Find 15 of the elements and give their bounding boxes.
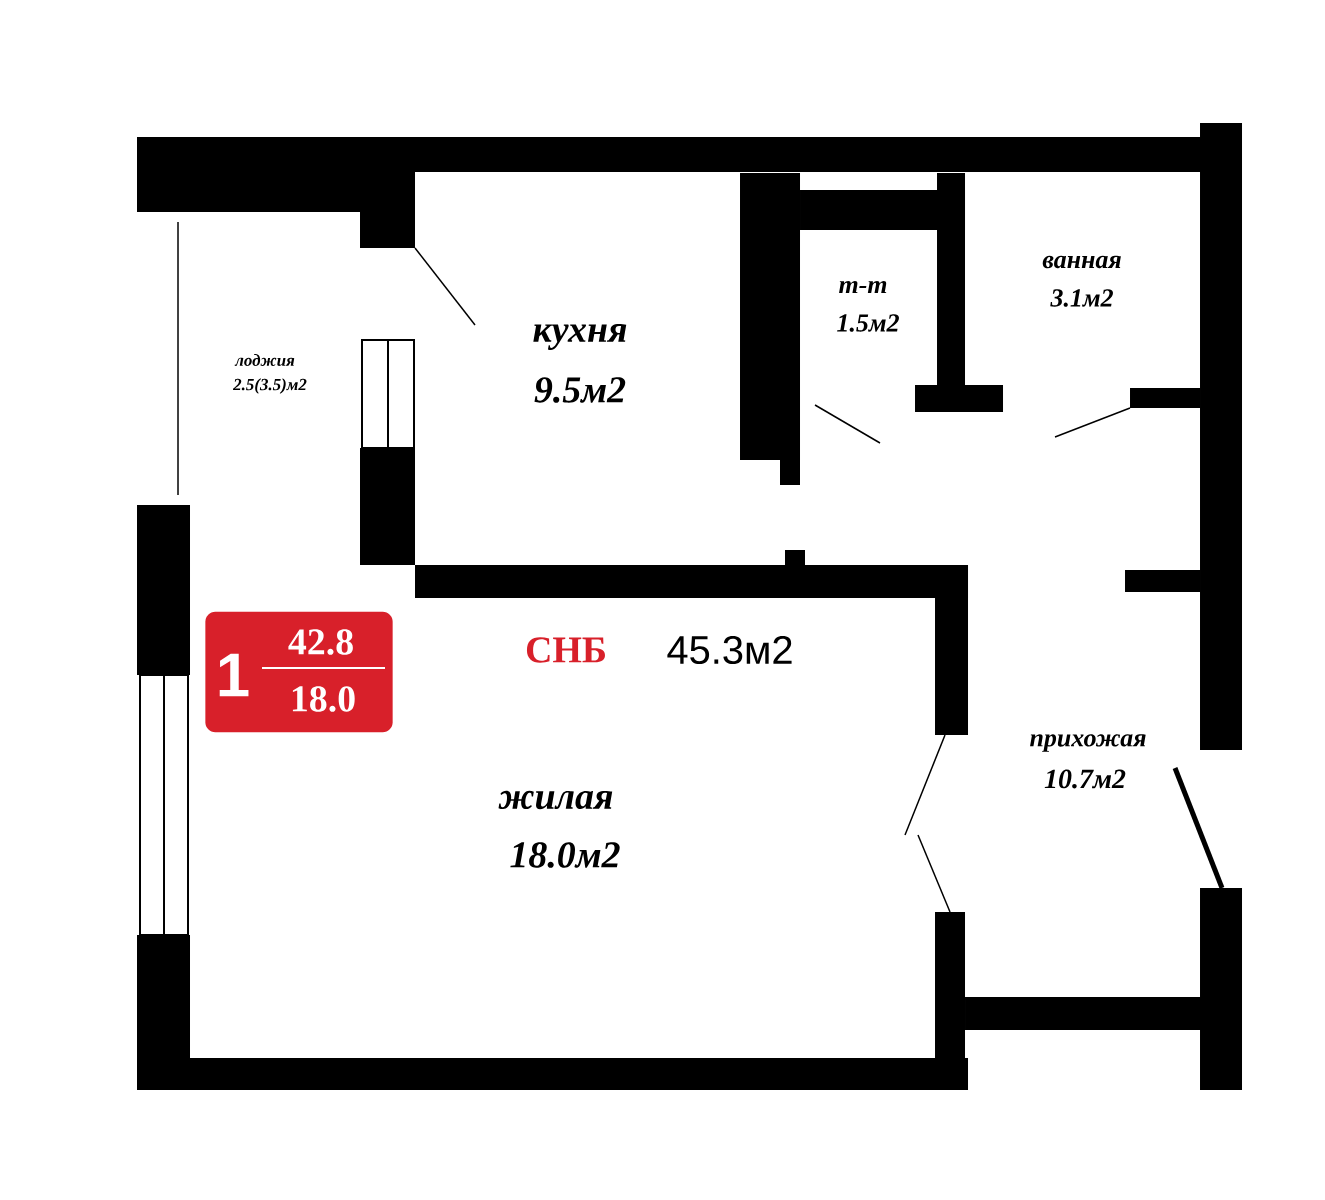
room-label: кухня <box>533 324 627 350</box>
room-label: прихожая <box>1030 734 1146 752</box>
room-label: 9.5м2 <box>534 377 626 403</box>
room-label: 45.3м2 <box>667 635 792 665</box>
room-label: 10.7м2 <box>1044 769 1126 789</box>
room-label: 18.0м2 <box>510 842 620 868</box>
room-label: СНБ <box>526 637 605 663</box>
room-label: т-т <box>839 280 887 294</box>
room-label: 1.5м2 <box>837 314 899 332</box>
room-label: жилая <box>498 790 613 810</box>
room-label: 2.5(3.5)м2 <box>232 378 307 394</box>
room-label: ванная <box>1042 255 1121 269</box>
area-badge: 1 42.8 18.0 <box>205 611 393 733</box>
room-label: 3.1м2 <box>1050 289 1113 307</box>
room-label: лоджия <box>234 354 295 366</box>
